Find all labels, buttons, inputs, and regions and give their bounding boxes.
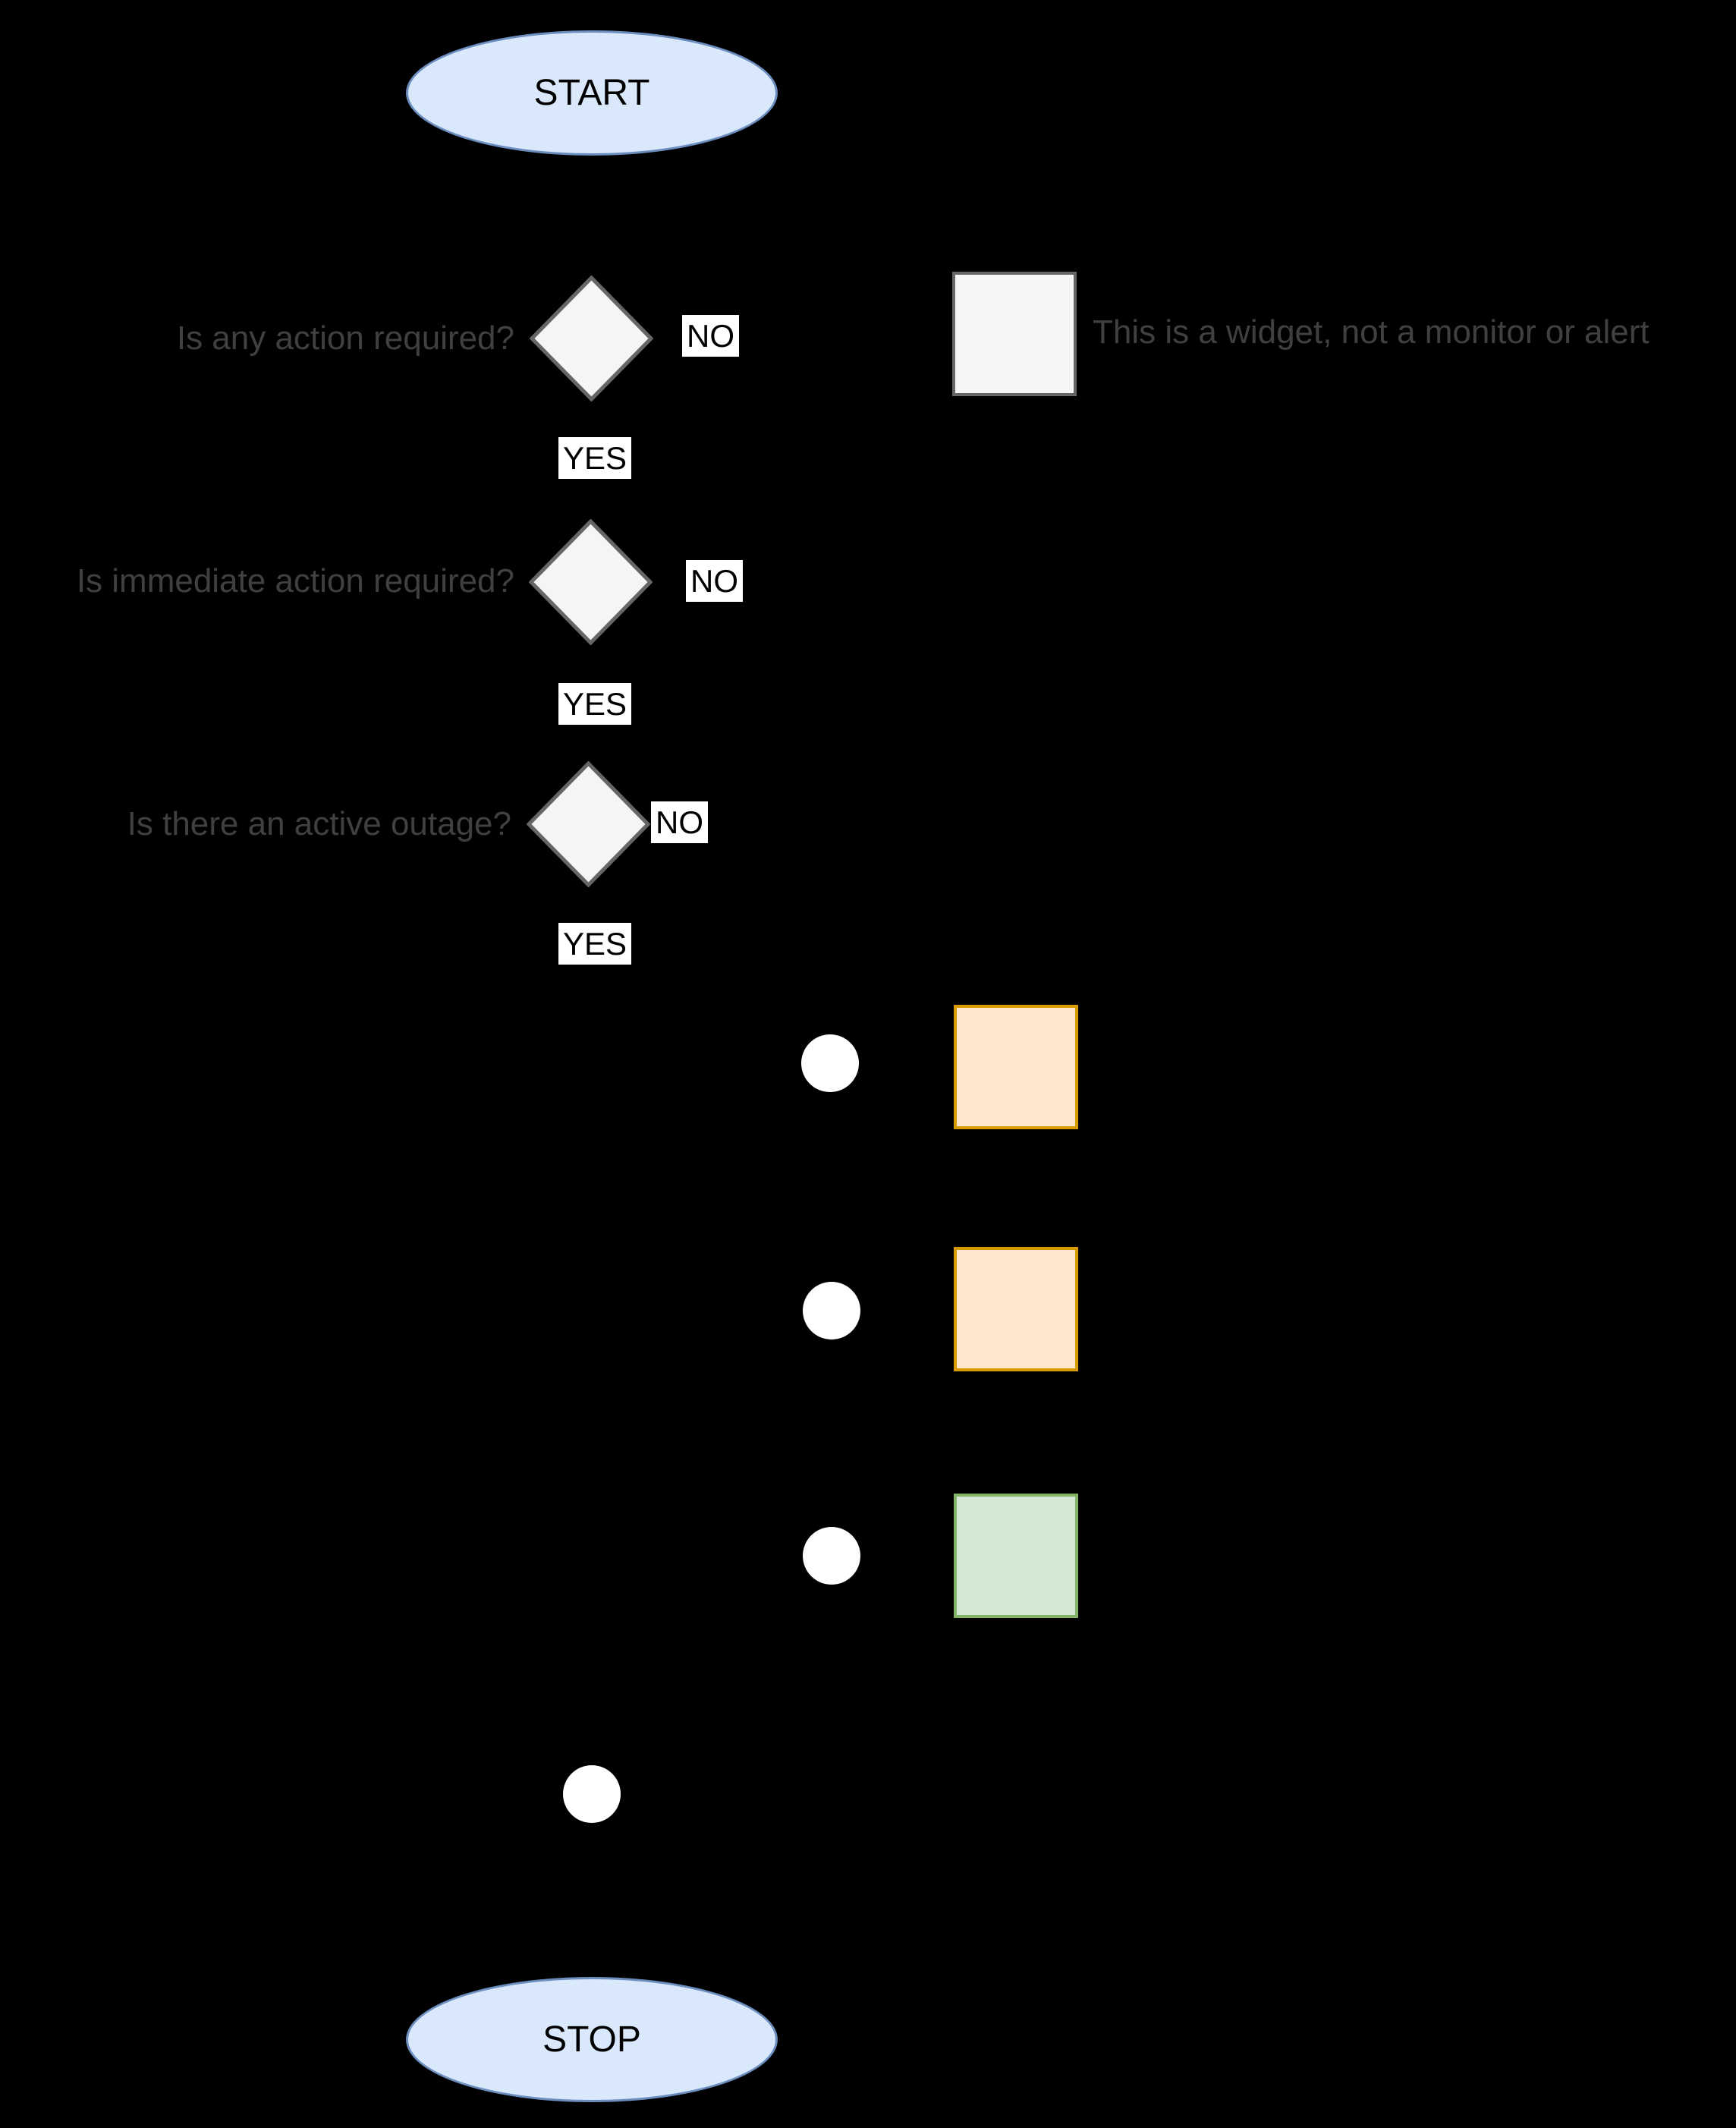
- connector-dot-3: [803, 1527, 860, 1585]
- decision-question-1: Is any action required?: [176, 320, 514, 357]
- diamond-shape: [529, 519, 653, 645]
- edge-label-no-1: NO: [682, 315, 739, 357]
- edge-label-no-3: NO: [651, 801, 708, 843]
- connector-dot-1: [801, 1034, 859, 1092]
- edge-label-yes-1: YES: [558, 437, 632, 479]
- diamond-shape: [527, 761, 650, 887]
- edge-label-no-2: NO: [686, 560, 743, 602]
- decision-question-2: Is immediate action required?: [76, 562, 514, 600]
- decision-question-3: Is there an active outage?: [127, 805, 511, 842]
- decision-diamond-1: [530, 275, 653, 401]
- decision-diamond-2: [529, 519, 653, 645]
- start-terminator: START: [406, 30, 778, 156]
- widget-note: This is a widget, not a monitor or alert: [1093, 313, 1650, 351]
- diamond-shape: [530, 275, 653, 401]
- connector-dot-4: [563, 1765, 621, 1823]
- edge-label-yes-2: YES: [558, 683, 632, 725]
- edge-label-yes-3: YES: [558, 923, 632, 965]
- widget-box: [952, 272, 1077, 396]
- decision-diamond-3: [527, 761, 650, 887]
- connector-dot-2: [803, 1282, 860, 1339]
- action-box-2: [954, 1247, 1078, 1371]
- action-box-3: [954, 1494, 1078, 1618]
- stop-terminator: STOP: [406, 1977, 778, 2102]
- action-box-1: [954, 1005, 1078, 1129]
